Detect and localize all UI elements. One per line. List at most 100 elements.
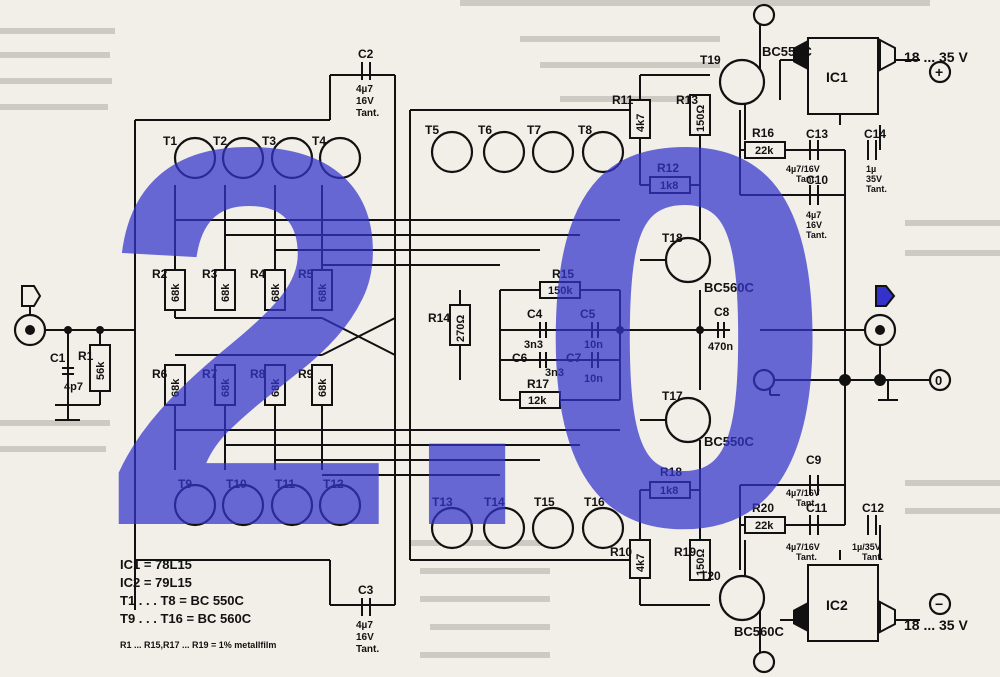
label-r18: R18 (660, 465, 682, 479)
label-r12: R12 (657, 161, 679, 175)
value-r12: 1k8 (660, 180, 678, 192)
label-t19: T19 (700, 53, 721, 67)
value-c13: 4µ7/16V (786, 164, 820, 174)
label-r19: R19 (674, 545, 696, 559)
value-c2: 4µ7 (356, 84, 373, 95)
label-c1: C1 (50, 351, 66, 365)
ic1-body (807, 37, 879, 115)
label-ic2: IC2 (826, 597, 848, 613)
label-t16: T16 (584, 495, 605, 509)
type-c14: Tant. (866, 184, 887, 194)
value-r16: 22k (755, 145, 774, 157)
label-r1: R1 (78, 349, 94, 363)
ic2-body (807, 564, 879, 642)
type-t18: BC560C (704, 280, 754, 295)
value-c8: 470n (708, 341, 733, 353)
value-r17: 12k (528, 395, 547, 407)
legend-t9-t16: T9 . . . T16 = BC 560C (120, 611, 252, 626)
type-c12: Tant. (862, 552, 883, 562)
value-r9: 68k (317, 378, 329, 397)
label-t9: T9 (178, 477, 192, 491)
label-c13: C13 (806, 127, 828, 141)
label-t11: T11 (275, 477, 295, 491)
voltage-c3: 16V (356, 632, 374, 643)
parts-legend: IC1 = 78L15 IC2 = 79L15 T1 . . . T8 = BC… (120, 556, 276, 654)
label-r16: R16 (752, 126, 774, 140)
supply-neg-sign: − (935, 596, 943, 612)
value-r3: 68k (220, 283, 232, 302)
value-r13: 150Ω (695, 105, 707, 132)
label-t1: T1 (163, 134, 177, 148)
value-c1: 4p7 (64, 381, 83, 393)
label-c9: C9 (806, 453, 822, 467)
type-t20: BC560C (734, 624, 784, 639)
label-c14: C14 (864, 127, 886, 141)
value-r18: 1k8 (660, 485, 678, 497)
voltage-c14: 35V (866, 174, 882, 184)
value-r8: 68k (270, 378, 282, 397)
type-c10: Tant. (806, 230, 827, 240)
label-c7: C7 (566, 351, 582, 365)
label-r2: R2 (152, 267, 168, 281)
label-r4: R4 (250, 267, 266, 281)
label-r14: R14 (428, 311, 450, 325)
type-c11: Tant. (796, 552, 817, 562)
value-c6: 3n3 (545, 367, 564, 379)
label-t5: T5 (425, 123, 439, 137)
label-t15: T15 (534, 495, 555, 509)
value-r5: 68k (317, 283, 329, 302)
type-t17: BC550C (704, 434, 754, 449)
label-t2: T2 (213, 134, 227, 148)
label-t13: T13 (432, 495, 453, 509)
label-c8: C8 (714, 305, 730, 319)
value-r6: 68k (170, 378, 182, 397)
legend-t1-t8: T1 . . . T8 = BC 550C (120, 593, 244, 608)
value-r1: 56k (95, 361, 107, 380)
label-t4: T4 (312, 134, 326, 148)
r1-body (89, 344, 111, 392)
label-r13: R13 (676, 93, 698, 107)
label-c2: C2 (358, 47, 374, 61)
value-c7: 10n (584, 373, 603, 385)
label-c4: C4 (527, 307, 543, 321)
type-c2: Tant. (356, 108, 379, 119)
label-t17: T17 (662, 389, 683, 403)
label-r5: R5 (298, 267, 314, 281)
label-c6: C6 (512, 351, 528, 365)
legend-resistor-note: R1 ... R15,R17 ... R19 = 1% metallfilm (120, 640, 277, 650)
value-r10: 4k7 (635, 554, 647, 572)
input-jack (13, 285, 47, 347)
label-r11: R11 (612, 93, 634, 107)
label-r9: R9 (298, 367, 314, 381)
label-t3: T3 (262, 134, 276, 148)
label-t8: T8 (578, 123, 592, 137)
value-c5: 10n (584, 339, 603, 351)
label-t7: T7 (527, 123, 541, 137)
label-r8: R8 (250, 367, 266, 381)
supply-neg-label: 18 ... 35 V (904, 617, 968, 633)
label-t18: T18 (662, 231, 683, 245)
legend-ic2: IC2 = 79L15 (120, 575, 192, 590)
value-c3: 4µ7 (356, 620, 373, 631)
label-r3: R3 (202, 267, 218, 281)
label-t20: T20 (700, 569, 721, 583)
overlay-version-number: 2.0 (100, 36, 835, 639)
label-t14: T14 (484, 495, 505, 509)
label-t12: T12 (323, 477, 344, 491)
label-r15: R15 (552, 267, 574, 281)
output-jack (863, 285, 897, 347)
value-c4: 3n3 (524, 339, 543, 351)
value-r15: 150k (548, 285, 573, 297)
supply-pos-label: 18 ... 35 V (904, 49, 968, 65)
value-c14: 1µ (866, 164, 876, 174)
value-c10: 4µ7 (806, 210, 821, 220)
value-r4: 68k (270, 283, 282, 302)
label-c10: C10 (806, 173, 828, 187)
label-c5: C5 (580, 307, 596, 321)
type-c9: Tant. (796, 498, 817, 508)
label-r20: R20 (752, 501, 774, 515)
label-c12: C12 (862, 501, 884, 515)
